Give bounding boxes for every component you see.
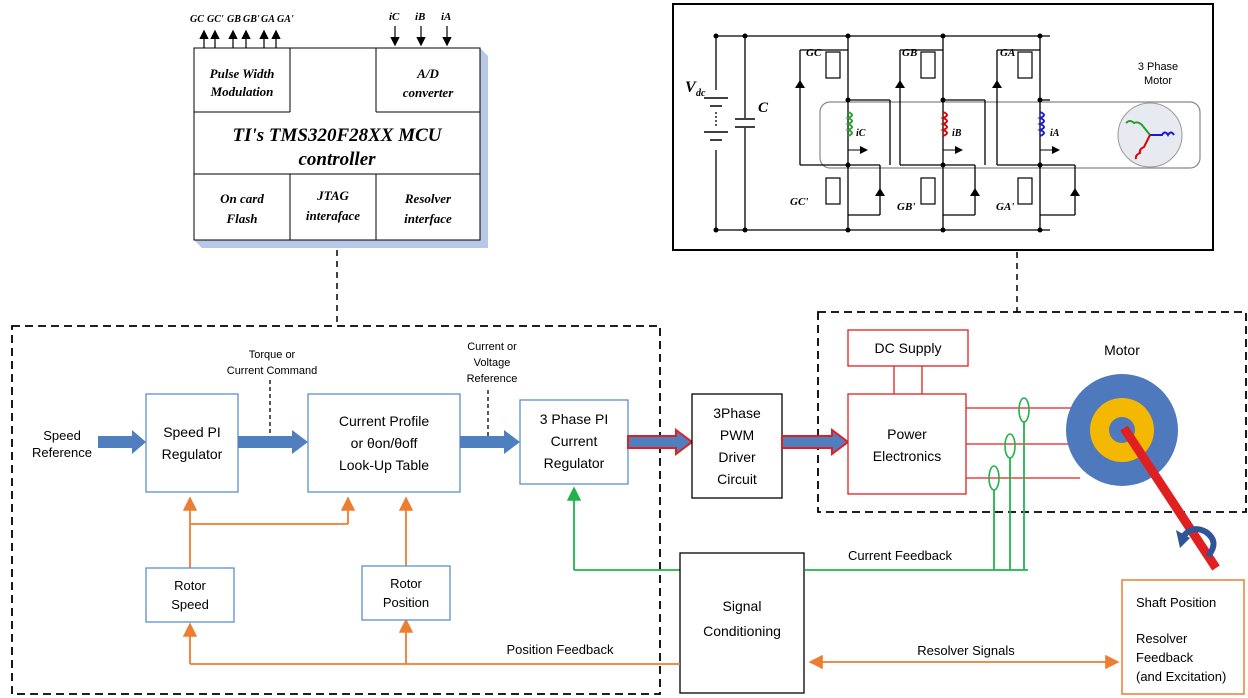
flash-label-2: Flash <box>225 211 257 226</box>
resolver-interface-label-1: Resolver <box>404 191 452 206</box>
power-electronics-label-2: Electronics <box>873 448 941 464</box>
controller-dashed-box <box>11 325 661 695</box>
three-phase-pi-label-2: Current <box>551 433 598 449</box>
gate-bottom-gb: GB' <box>897 201 915 213</box>
pwm-driver-label-3: Driver <box>718 449 756 465</box>
position-feedback-label: Position Feedback <box>507 642 614 657</box>
three-phase-pi-block <box>519 399 629 485</box>
pwm-driver-block <box>691 393 783 499</box>
shaft-line-3: (and Excitation) <box>1136 669 1226 684</box>
resolver-signals-label: Resolver Signals <box>917 643 1015 658</box>
gate-bottom-ga: GA' <box>996 201 1014 213</box>
mcu-title-1: TI's TMS320F28XX MCU <box>232 125 442 146</box>
motor-label: Motor <box>1104 342 1140 358</box>
pwm-driver-label-1: 3Phase <box>713 405 761 421</box>
gate-bottom-gc: GC' <box>790 196 808 208</box>
signal-conditioning-label-2: Conditioning <box>703 623 781 639</box>
rotor-speed-label-2: Speed <box>171 597 209 612</box>
gate-label-gb: GB <box>227 14 241 25</box>
rotor-position-label-1: Rotor <box>390 576 422 591</box>
rotation-arrow-icon <box>1179 526 1217 558</box>
gate-label-ga-prime: GA' <box>277 14 294 25</box>
adc-label-1: A/D <box>416 66 439 81</box>
flash-label-1: On card <box>220 191 264 206</box>
shaft-line-1: Resolver <box>1136 631 1188 646</box>
phase-current-ia: iA <box>1050 128 1060 139</box>
three-phase-pi-label-3: Regulator <box>544 455 605 471</box>
speed-pi-label-2: Regulator <box>162 446 223 462</box>
vdc-label: V <box>685 79 697 96</box>
jtag-label-2: interaface <box>306 208 360 223</box>
speed-ref-arrow <box>98 430 146 454</box>
speed-pi-block <box>145 393 239 493</box>
pwm-driver-label-2: PWM <box>720 427 754 443</box>
current-ref-label-3: Reference <box>467 373 518 385</box>
pwm-label-1: Pulse Width <box>210 66 275 81</box>
mcu-title-2: controller <box>298 149 376 170</box>
phase-current-ic: iC <box>856 128 866 139</box>
current-label-ia: iA <box>441 11 451 23</box>
speed-pi-label-1: Speed PI <box>163 424 221 440</box>
resolver-interface-label-2: interface <box>404 211 452 226</box>
gate-label-gc: GC <box>190 14 204 25</box>
gate-label-gc-prime: GC' <box>207 14 224 25</box>
signal-conditioning-label-1: Signal <box>723 598 762 614</box>
rotor-speed-block <box>145 567 235 623</box>
power-electronics-block <box>847 393 967 495</box>
current-ref-arrow <box>460 430 520 454</box>
signal-conditioning-block <box>679 552 805 694</box>
gate-top-gb: GB <box>902 47 917 59</box>
jtag-label-1: JTAG <box>316 188 349 203</box>
gate-top-gc: GC <box>806 47 822 59</box>
current-profile-label-2: or θon/θoff <box>351 435 418 451</box>
three-phase-pi-label-1: 3 Phase PI <box>540 411 609 427</box>
rotor-position-label-2: Position <box>383 595 429 610</box>
pwm-driver-label-4: Circuit <box>717 471 757 487</box>
three-phase-motor-label-2: Motor <box>1144 75 1172 87</box>
pwm-label-2: Modulation <box>210 84 274 99</box>
current-feedback-label: Current Feedback <box>848 548 953 563</box>
current-profile-label-3: Look-Up Table <box>339 457 429 473</box>
mcu-block: Pulse Width Modulation A/D converter TI'… <box>193 47 488 248</box>
cap-label: C <box>758 100 769 116</box>
torque-arrow <box>238 430 308 454</box>
inverter-panel: V dc C GC GB GA GC' GB' GA' iC iB iA 3 P… <box>672 3 1214 251</box>
torque-command-label-1: Torque or <box>249 349 296 361</box>
motor-shaft <box>1120 425 1220 571</box>
power-electronics-label-1: Power <box>887 426 927 442</box>
dc-supply-block <box>847 329 969 367</box>
current-label-ib: iB <box>415 11 425 23</box>
current-ref-label-1: Current or <box>467 341 517 353</box>
current-label-ic: iC <box>389 11 400 23</box>
adc-label-2: converter <box>403 85 454 100</box>
pi-to-pwm-arrow <box>627 428 694 456</box>
phase-current-ib: iB <box>952 128 962 139</box>
power-dashed-box <box>817 311 1247 513</box>
rotor-position-block <box>361 565 451 621</box>
rotor-speed-label-1: Rotor <box>174 578 206 593</box>
speed-reference-label-2: Reference <box>32 445 92 460</box>
current-ref-label-2: Voltage <box>474 357 511 369</box>
shaft-line-2: Feedback <box>1136 650 1194 665</box>
current-profile-label-1: Current Profile <box>339 413 429 429</box>
vdc-sub-label: dc <box>696 88 706 99</box>
speed-reference-label-1: Speed <box>43 428 81 443</box>
gate-top-ga: GA <box>1000 47 1015 59</box>
gate-label-gb-prime: GB' <box>243 14 260 25</box>
gate-label-ga: GA <box>261 14 275 25</box>
pwm-to-power-arrow <box>781 428 850 456</box>
torque-command-label-2: Current Command <box>227 365 317 377</box>
shaft-position-title: Shaft Position <box>1136 595 1216 610</box>
mcu-signal-arrows <box>199 26 452 48</box>
shaft-position-block <box>1121 579 1245 695</box>
dc-supply-label: DC Supply <box>875 340 942 356</box>
three-phase-motor-label-1: 3 Phase <box>1138 61 1178 73</box>
